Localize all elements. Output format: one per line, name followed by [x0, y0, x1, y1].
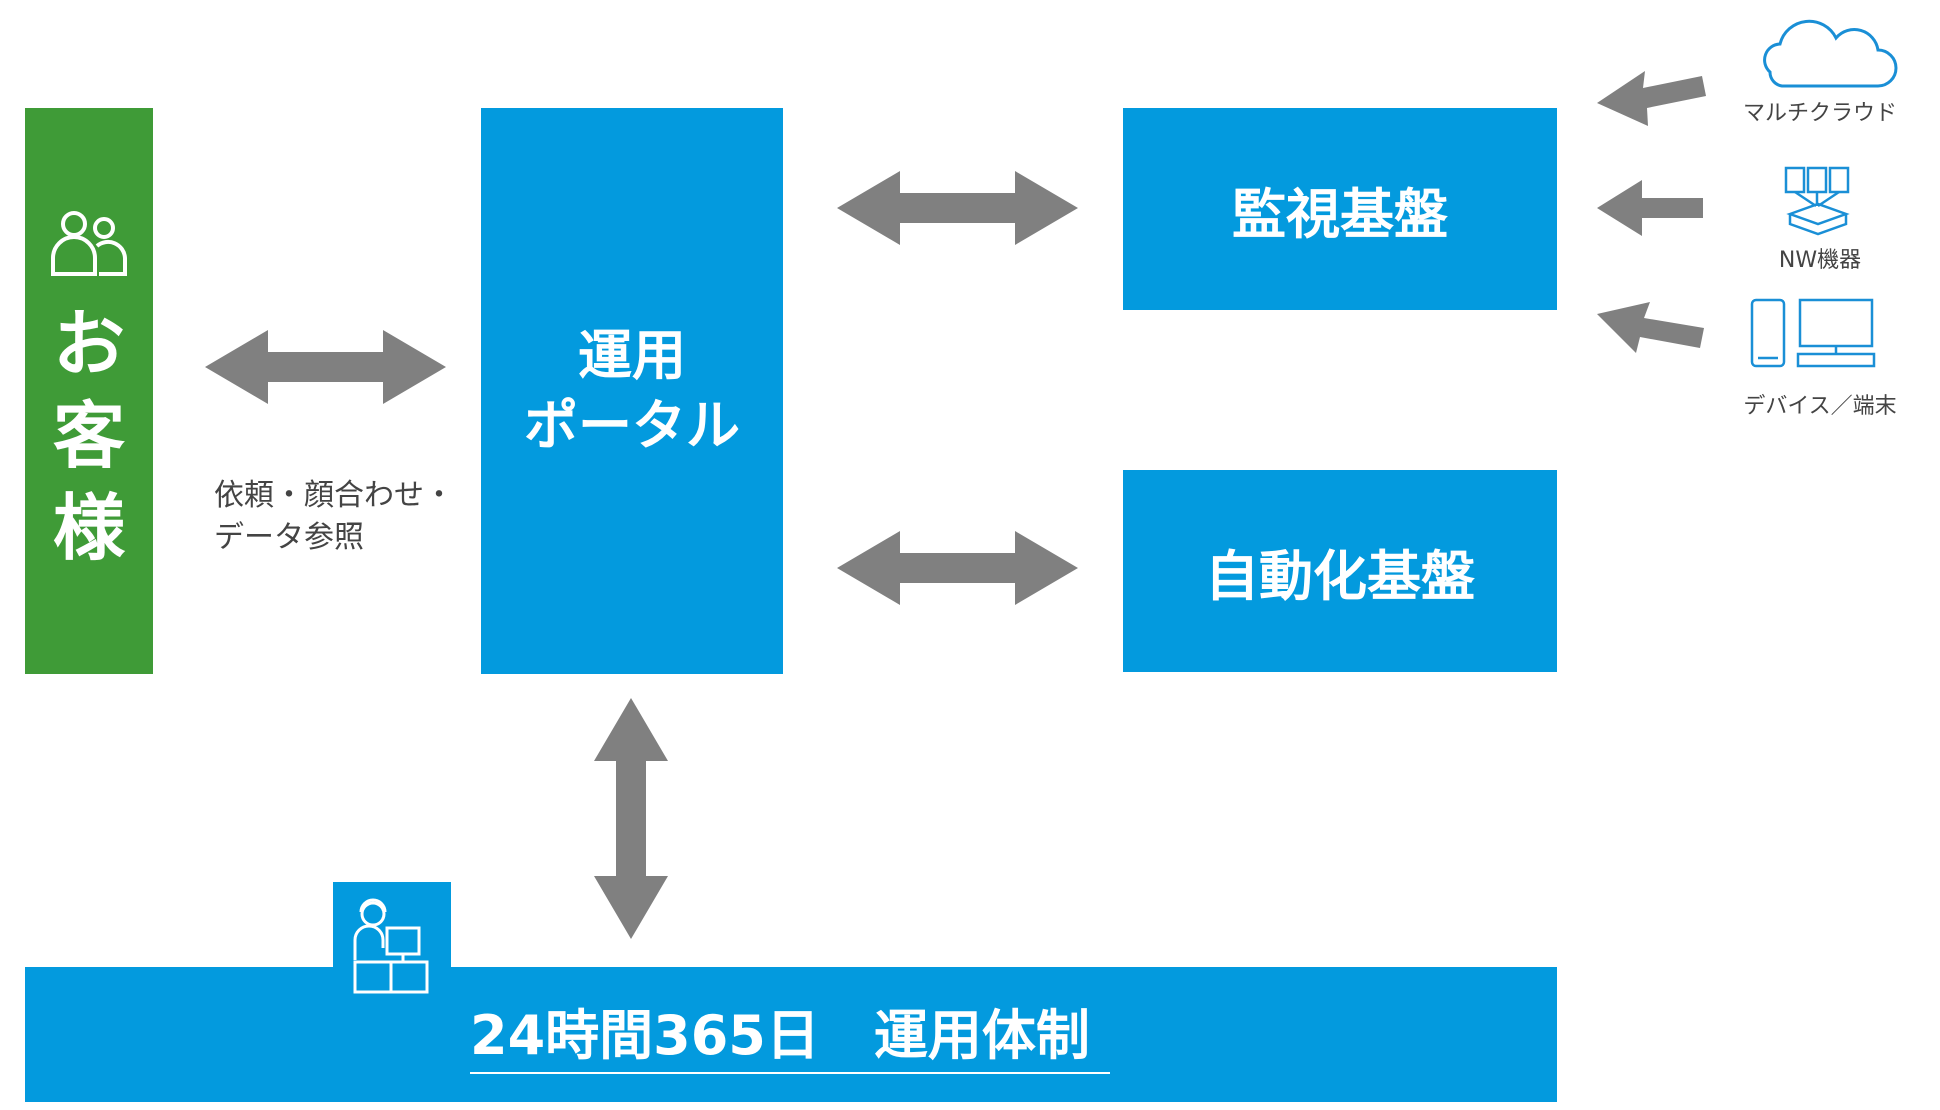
- double-arrow-portal-automation: [837, 531, 1078, 605]
- automation-platform-box: 自動化基盤: [1123, 470, 1557, 672]
- arrow-network-to-monitoring: [1597, 180, 1703, 236]
- monitoring-platform-box: 監視基盤: [1123, 108, 1557, 310]
- network-device-icon: [1784, 166, 1850, 236]
- customer-char-3: 様: [52, 486, 125, 570]
- operations-portal-box: 運用 ポータル: [481, 108, 783, 674]
- customer-char-2: 客: [52, 394, 125, 478]
- double-arrow-portal-operations: [594, 698, 668, 939]
- operator-icon-box: [333, 882, 451, 1000]
- arrow-multicloud-to-monitoring: [1597, 71, 1706, 126]
- source-label-network-device: NW機器: [1778, 248, 1862, 273]
- customer-char-1: お: [52, 302, 125, 386]
- source-label-device-terminal: デバイス／端末: [1743, 394, 1897, 419]
- operations-bar: [25, 967, 1557, 1102]
- device-terminal-icon: [1750, 298, 1876, 368]
- people-icon: [51, 211, 127, 276]
- customer-label: お 客 様: [53, 298, 125, 574]
- portal-label-line-1: 運用: [578, 324, 686, 387]
- double-arrow-portal-monitoring: [837, 171, 1078, 245]
- arrow-device-to-monitoring: [1597, 302, 1704, 353]
- cloud-icon: [1763, 19, 1898, 88]
- portal-label-line-2: ポータル: [524, 394, 740, 457]
- automation-label: 自動化基盤: [1205, 544, 1475, 608]
- monitoring-label: 監視基盤: [1232, 182, 1448, 246]
- double-arrow-customer-portal: [205, 330, 446, 404]
- source-label-multicloud: マルチクラウド: [1742, 101, 1897, 126]
- customer-box: お 客 様: [25, 108, 153, 674]
- operator-icon: [353, 898, 429, 994]
- note-line-2: データ参照: [214, 520, 364, 555]
- note-line-1: 依頼・顔合わせ・: [214, 478, 454, 513]
- customer-request-note: 依頼・顔合わせ・ データ参照: [214, 475, 454, 559]
- operations-label: 24時間365日 運用体制: [470, 1000, 1110, 1074]
